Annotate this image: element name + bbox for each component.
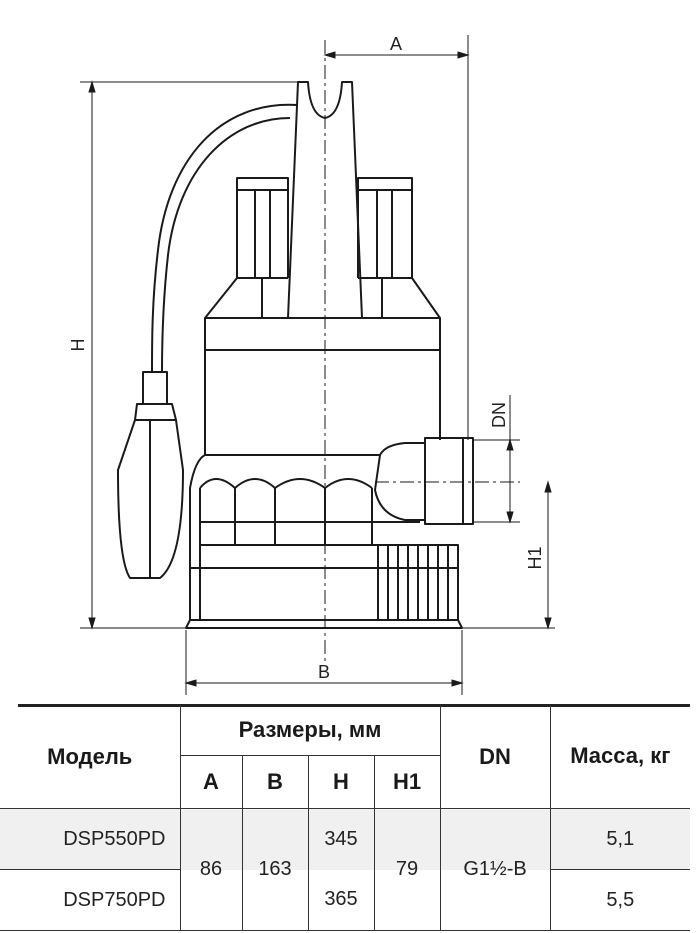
header-mass: Масса, кг (549, 705, 691, 809)
dim-b-label: B (318, 662, 330, 682)
model-cell: DSP750PD (0, 869, 181, 931)
dim-h-label: H (68, 339, 88, 352)
table-row: DSP550PD 86 163 345 79 G1½-B 5,1 (0, 808, 691, 931)
dim-a-line (323, 35, 470, 440)
pump-base (185, 567, 463, 629)
dim-h1-line (462, 480, 555, 630)
h1-cell: 79 (373, 808, 441, 931)
header-b: B (241, 755, 309, 809)
float-switch (117, 371, 184, 579)
dim-h1-label: H1 (525, 546, 545, 569)
header-model: Модель (0, 705, 181, 809)
pump-upper-section (204, 177, 441, 319)
pump-inlet-grill (377, 544, 459, 621)
b-cell: 163 (241, 808, 309, 931)
dn-cell: G1½-B (439, 808, 551, 931)
h-cell: 365 (307, 869, 375, 931)
pump-lower-housing (189, 454, 445, 568)
table-row: DSP750PD 365 5,5 (0, 869, 691, 931)
header-a: A (180, 755, 243, 809)
header-h: H (307, 755, 375, 809)
header-h1: H1 (373, 755, 441, 809)
dim-b-line (184, 630, 464, 695)
pump-dimension-drawing: A B H DN H1 (68, 34, 555, 695)
dim-h-line (80, 80, 300, 630)
mass-cell: 5,5 (549, 869, 691, 931)
header-dn: DN (439, 705, 551, 809)
dim-dn-label: DN (489, 402, 509, 428)
h-cell: 345 (307, 808, 375, 870)
dim-a-label: A (390, 34, 402, 54)
spec-table: Модель Размеры, мм DN Масса, кг A B H H1… (0, 705, 691, 931)
mass-cell: 5,1 (549, 808, 691, 870)
a-cell: 86 (179, 808, 243, 931)
pump-motor-body (204, 317, 441, 455)
header-dimensions: Размеры, мм (179, 705, 441, 756)
pump-outlet-fitting (374, 437, 474, 525)
model-cell: DSP550PD (0, 808, 181, 870)
dim-dn-line (473, 395, 520, 524)
float-cable (151, 103, 299, 373)
